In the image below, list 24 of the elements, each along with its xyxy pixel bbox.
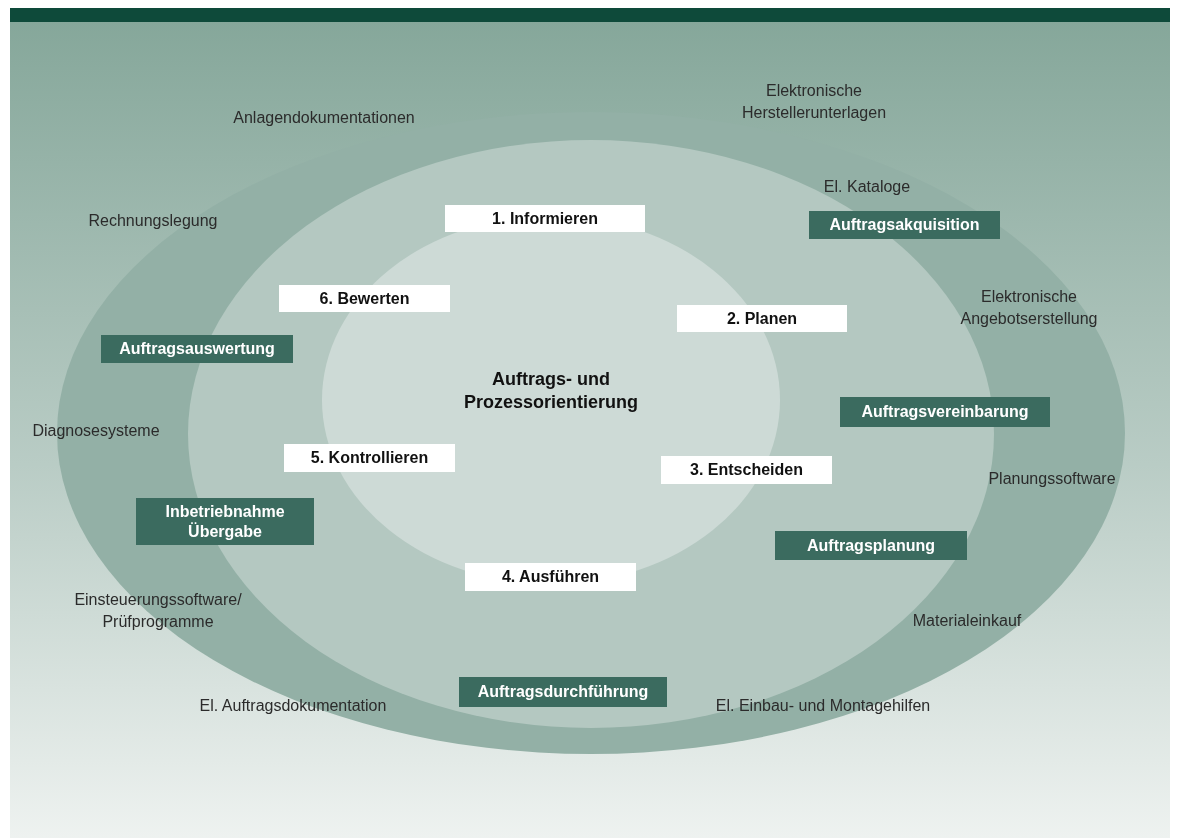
phase-box: Inbetriebnahme Übergabe <box>136 498 314 545</box>
topic-label: Rechnungslegung <box>87 211 219 231</box>
step-box: 3. Entscheiden <box>661 456 832 484</box>
topic-label: Elektronische Angebotserstellung <box>959 287 1099 329</box>
topic-label: Anlagendokumentationen <box>232 108 416 128</box>
topic-label: Materialeinkauf <box>911 611 1023 631</box>
topic-label: Planungssoftware <box>987 469 1117 489</box>
center-title: Auftrags- und Prozessorientierung <box>462 368 639 414</box>
phase-box: Auftragsakquisition <box>809 211 1000 239</box>
phase-box: Auftragsvereinbarung <box>840 397 1050 427</box>
topic-label: El. Einbau- und Montagehilfen <box>714 696 932 716</box>
step-box: 4. Ausführen <box>465 563 636 591</box>
step-box: 5. Kontrollieren <box>284 444 455 472</box>
phase-box: Auftragsdurchführung <box>459 677 667 707</box>
step-box: 2. Planen <box>677 305 847 332</box>
topic-label: El. Auftragsdokumentation <box>198 696 388 716</box>
phase-box: Auftragsauswertung <box>101 335 293 363</box>
phase-box: Auftragsplanung <box>775 531 967 560</box>
step-box: 6. Bewerten <box>279 285 450 312</box>
topic-label: El. Kataloge <box>822 177 912 197</box>
step-box: 1. Informieren <box>445 205 645 232</box>
topic-label: Einsteuerungssoftware/ Prüfprogramme <box>73 590 243 632</box>
topic-label: Diagnosesysteme <box>31 421 161 441</box>
topic-label: Elektronische Herstellerunterlagen <box>740 81 888 123</box>
